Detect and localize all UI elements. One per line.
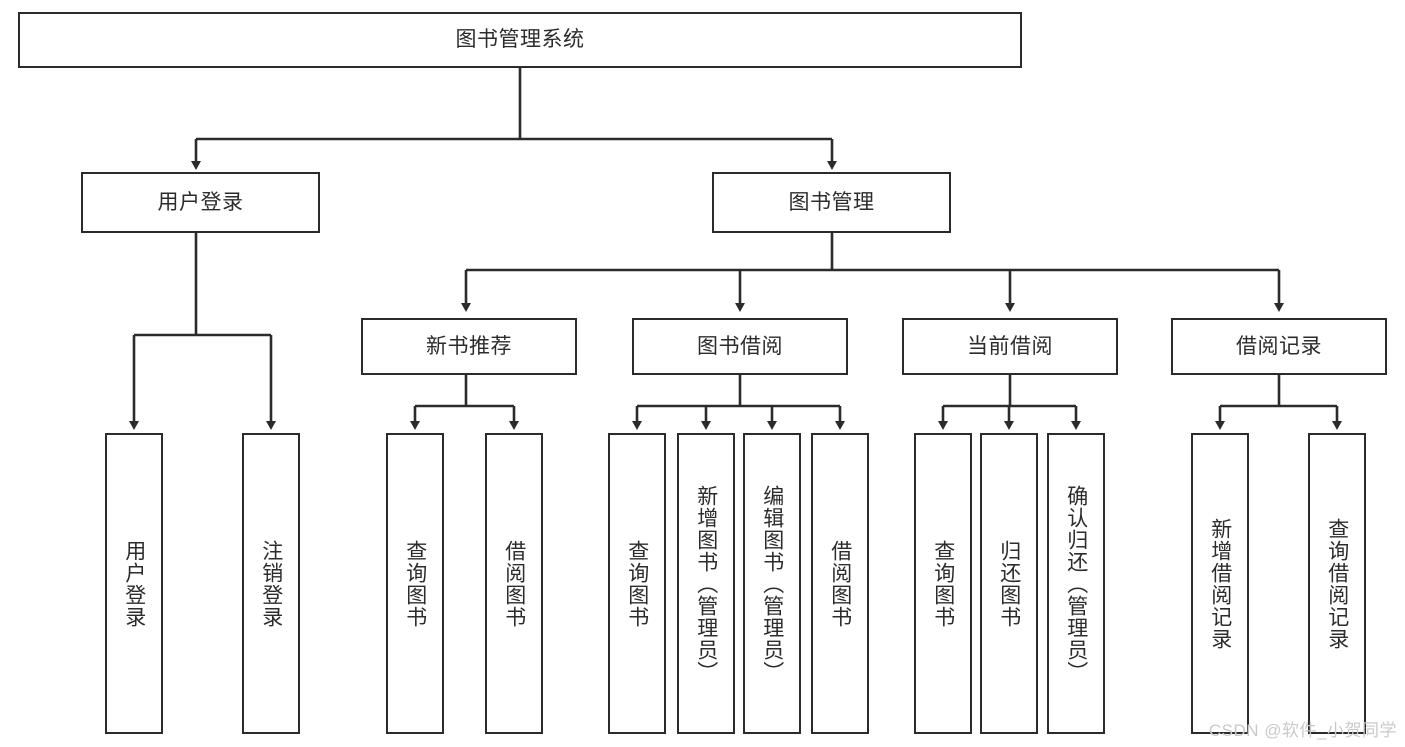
node-user-login[interactable]: 用户登录 (81, 172, 320, 233)
leaf-current-borrow-return-label: 归还图书 (997, 539, 1021, 628)
leaf-new-book-query[interactable]: 查询图书 (386, 433, 444, 734)
leaf-current-borrow-query-label: 查询图书 (931, 539, 955, 628)
node-new-book-recommend-label: 新书推荐 (426, 334, 512, 358)
leaf-book-borrow-add-label: 新增图书（管理员） (694, 484, 718, 683)
node-user-login-label: 用户登录 (157, 190, 244, 214)
leaf-borrow-record-query-label: 查询借阅记录 (1325, 517, 1349, 650)
leaf-borrow-record-add[interactable]: 新增借阅记录 (1191, 433, 1249, 734)
leaf-new-book-borrow-label: 借阅图书 (502, 539, 526, 628)
leaf-user-login-login[interactable]: 用户登录 (105, 433, 163, 734)
node-book-management-label: 图书管理 (788, 190, 875, 214)
leaf-current-borrow-confirm-label: 确认归还（管理员） (1064, 484, 1088, 683)
leaf-user-login-login-label: 用户登录 (122, 539, 146, 628)
node-borrow-record-label: 借阅记录 (1236, 334, 1322, 358)
leaf-book-borrow-query[interactable]: 查询图书 (608, 433, 666, 734)
leaf-user-login-logout[interactable]: 注销登录 (242, 433, 300, 734)
leaf-book-borrow-borrow-label: 借阅图书 (828, 539, 852, 628)
leaf-current-borrow-confirm[interactable]: 确认归还（管理员） (1047, 433, 1105, 734)
node-book-management[interactable]: 图书管理 (712, 172, 951, 233)
leaf-user-login-logout-label: 注销登录 (259, 539, 283, 628)
node-current-borrow-label: 当前借阅 (967, 334, 1053, 358)
leaf-book-borrow-add[interactable]: 新增图书（管理员） (677, 433, 735, 734)
leaf-book-borrow-edit-label: 编辑图书（管理员） (760, 484, 784, 683)
leaf-book-borrow-edit[interactable]: 编辑图书（管理员） (743, 433, 801, 734)
node-book-borrow-label: 图书借阅 (697, 334, 783, 358)
node-new-book-recommend[interactable]: 新书推荐 (361, 318, 577, 375)
leaf-borrow-record-query[interactable]: 查询借阅记录 (1308, 433, 1366, 734)
leaf-current-borrow-return[interactable]: 归还图书 (980, 433, 1038, 734)
node-current-borrow[interactable]: 当前借阅 (902, 318, 1118, 375)
watermark: CSDN @软件_小贺同学 (1208, 721, 1397, 740)
node-book-borrow[interactable]: 图书借阅 (632, 318, 848, 375)
leaf-current-borrow-query[interactable]: 查询图书 (914, 433, 972, 734)
leaf-borrow-record-add-label: 新增借阅记录 (1208, 517, 1232, 650)
leaf-book-borrow-borrow[interactable]: 借阅图书 (811, 433, 869, 734)
leaf-new-book-query-label: 查询图书 (403, 539, 427, 628)
node-root[interactable]: 图书管理系统 (18, 12, 1022, 68)
leaf-book-borrow-query-label: 查询图书 (625, 539, 649, 628)
node-root-label: 图书管理系统 (455, 28, 585, 52)
node-borrow-record[interactable]: 借阅记录 (1171, 318, 1387, 375)
leaf-new-book-borrow[interactable]: 借阅图书 (485, 433, 543, 734)
